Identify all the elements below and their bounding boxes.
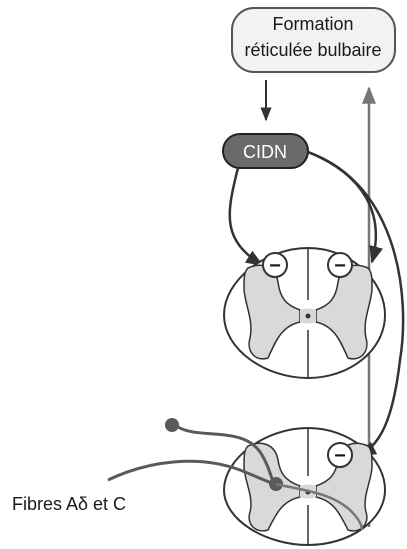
formation-label-line2: réticulée bulbaire bbox=[244, 40, 381, 60]
formation-label-line1: Formation bbox=[272, 14, 353, 34]
cidn-descending-right-upper bbox=[308, 152, 376, 262]
cidn-descending-left bbox=[230, 168, 262, 265]
spinal-cord-section-upper bbox=[224, 248, 385, 378]
cidn-box: CIDN bbox=[223, 134, 308, 168]
cidn-label: CIDN bbox=[243, 142, 287, 162]
svg-text:−: − bbox=[334, 445, 346, 467]
inhibition-circle-upper-right: − bbox=[328, 253, 352, 277]
svg-text:−: − bbox=[269, 255, 281, 277]
svg-text:−: − bbox=[334, 255, 346, 277]
inhibition-circle-lower-right: − bbox=[328, 443, 352, 467]
formation-reticulee-box: Formation réticulée bulbaire bbox=[232, 8, 395, 72]
inhibition-circle-upper-left: − bbox=[263, 253, 287, 277]
afferent-fibre-ending bbox=[165, 418, 179, 432]
fibres-label: Fibres Aδ et C bbox=[12, 494, 126, 514]
